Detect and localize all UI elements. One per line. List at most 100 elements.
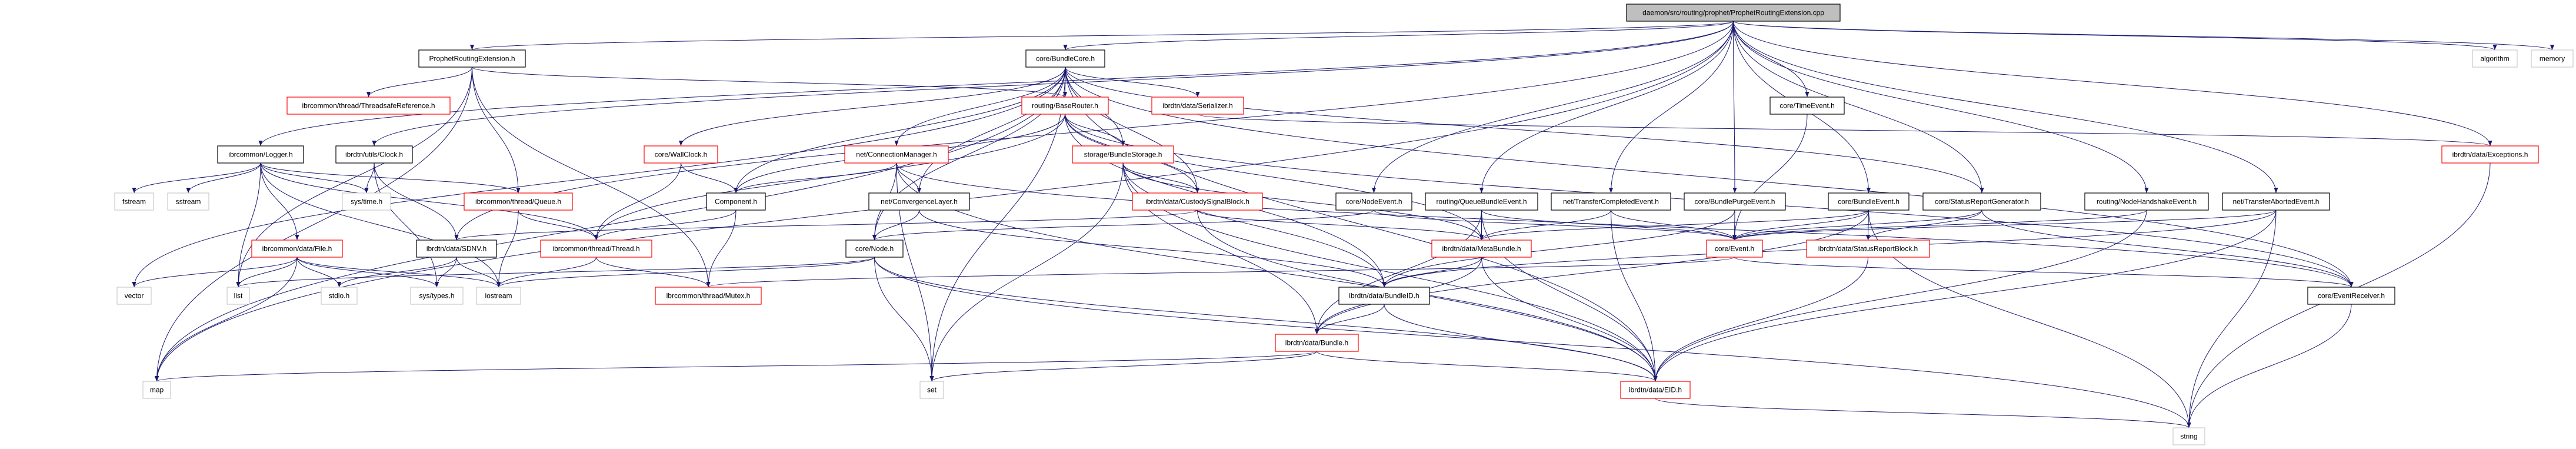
node-map: map <box>142 381 171 399</box>
node-exc[interactable]: ibrdtn/data/Exceptions.h <box>2441 145 2539 164</box>
node-ser[interactable]: ibrdtn/data/Serializer.h <box>1151 97 1244 115</box>
node-box <box>1021 97 1109 115</box>
edge-qbe-to-ev <box>1481 209 1737 241</box>
node-csb[interactable]: ibrdtn/data/CustodySignalBlock.h <box>1132 192 1263 211</box>
node-box <box>706 192 766 211</box>
edge-core-to-srg <box>1065 66 1984 194</box>
node-box <box>844 145 949 164</box>
node-ev[interactable]: core/Event.h <box>1706 240 1763 258</box>
node-label: ibrdtn/data/StatusReportBlock.h <box>1818 245 1918 253</box>
node-label: stdio.h <box>329 292 349 300</box>
node-cm[interactable]: net/ConnectionManager.h <box>844 145 949 164</box>
node-box <box>1425 192 1538 211</box>
edge-ne-to-node <box>872 209 1374 241</box>
node-tae[interactable]: net/TransferAbortedEvent.h <box>2222 192 2330 211</box>
node-box <box>868 192 970 211</box>
node-er[interactable]: core/EventReceiver.h <box>2307 287 2395 305</box>
edge-tce-to-mb <box>1479 209 1611 241</box>
node-label: memory <box>2540 55 2565 63</box>
edge-q-to-thr <box>518 209 599 241</box>
node-label: core/BundleEvent.h <box>1838 198 1899 206</box>
node-root[interactable]: daemon/src/routing/prophet/ProphetRoutin… <box>1626 4 1841 22</box>
edge-srg-to-er <box>1981 209 2354 288</box>
node-pre[interactable]: ProphetRoutingExtension.h <box>418 49 526 68</box>
edge-ne-to-ev <box>1374 209 1737 241</box>
node-label: net/ConvergenceLayer.h <box>881 198 958 206</box>
edge-file-to-list <box>236 257 298 288</box>
node-te[interactable]: core/TimeEvent.h <box>1769 97 1845 115</box>
node-bs[interactable]: storage/BundleStorage.h <box>1072 145 1174 164</box>
edge-node-to-set <box>874 257 934 382</box>
edge-core-to-csb <box>1065 66 1200 194</box>
node-sst: sstream <box>167 192 209 211</box>
node-srb[interactable]: ibrdtn/data/StatusReportBlock.h <box>1806 240 1930 258</box>
node-vec: vector <box>116 287 152 305</box>
node-label: net/ConnectionManager.h <box>856 151 937 159</box>
node-box <box>2084 192 2209 211</box>
node-tce[interactable]: net/TransferCompletedEvent.h <box>1551 192 1671 211</box>
node-cl[interactable]: net/ConvergenceLayer.h <box>868 192 970 211</box>
node-set: set <box>919 381 944 399</box>
node-label: iostream <box>485 292 512 300</box>
node-box <box>1275 334 1359 352</box>
node-file[interactable]: ibrcommon/data/File.h <box>251 240 343 258</box>
node-bun[interactable]: ibrdtn/data/Bundle.h <box>1275 334 1359 352</box>
node-label: ProphetRoutingExtension.h <box>429 55 515 63</box>
node-ne[interactable]: core/NodeEvent.h <box>1335 192 1412 211</box>
edge-root-to-tae <box>1733 21 2278 194</box>
node-core[interactable]: core/BundleCore.h <box>1025 49 1105 68</box>
node-box <box>1922 192 2041 211</box>
edge-tae-to-eid <box>1653 209 2277 382</box>
node-box <box>2222 192 2330 211</box>
edge-mb-to-eid <box>1481 257 1658 382</box>
node-tsr[interactable]: ibrcommon/thread/ThreadsafeReference.h <box>286 97 451 115</box>
node-box <box>1338 287 1430 305</box>
edge-srg-to-ev <box>1732 209 1982 241</box>
edge-core-to-wc <box>678 66 1066 147</box>
node-eid[interactable]: ibrdtn/data/EID.h <box>1620 381 1691 399</box>
node-label: ibrdtn/data/Exceptions.h <box>2452 151 2528 159</box>
edge-core-to-eid <box>1065 66 1658 382</box>
edge-srg-to-srb <box>1865 209 1982 241</box>
edge-core-to-vec <box>132 66 1066 288</box>
edge-clk-to-sdnv <box>374 162 459 241</box>
node-label: core/Node.h <box>855 245 894 253</box>
node-label: list <box>234 292 243 300</box>
edge-core-to-ser <box>1065 66 1200 98</box>
node-wc[interactable]: core/WallClock.h <box>644 145 718 164</box>
node-log[interactable]: ibrcommon/Logger.h <box>217 145 304 164</box>
edge-core-to-cl <box>917 66 1066 194</box>
edge-be-to-bun <box>1314 209 1869 335</box>
node-box <box>464 192 573 211</box>
node-mb[interactable]: ibrdtn/data/MetaBundle.h <box>1431 240 1532 258</box>
node-box <box>1151 97 1244 115</box>
node-stime: sys/time.h <box>342 192 391 211</box>
node-label: algorithm <box>2480 55 2509 63</box>
node-q[interactable]: ibrcommon/thread/Queue.h <box>464 192 573 211</box>
node-mem: memory <box>2531 49 2574 68</box>
edge-wc-to-thr <box>594 162 681 241</box>
node-be[interactable]: core/BundleEvent.h <box>1828 192 1909 211</box>
node-nhe[interactable]: routing/NodeHandshakeEvent.h <box>2084 192 2209 211</box>
node-label: ibrdtn/data/Bundle.h <box>1285 339 1348 347</box>
node-node[interactable]: core/Node.h <box>845 240 904 258</box>
node-comp[interactable]: Component.h <box>706 192 766 211</box>
node-qbe[interactable]: routing/QueueBundleEvent.h <box>1425 192 1538 211</box>
edge-bun-to-set <box>929 351 1317 382</box>
node-box <box>251 240 343 258</box>
node-br[interactable]: routing/BaseRouter.h <box>1021 97 1109 115</box>
node-bpe[interactable]: core/BundlePurgeEvent.h <box>1684 192 1786 211</box>
edge-ser-to-exc <box>1197 114 2492 147</box>
node-mtx[interactable]: ibrcommon/thread/Mutex.h <box>655 287 762 305</box>
node-thr[interactable]: ibrcommon/thread/Thread.h <box>540 240 652 258</box>
node-srg[interactable]: core/StatusReportGenerator.h <box>1922 192 2041 211</box>
edge-log-to-thr <box>260 162 599 241</box>
node-box <box>2441 145 2539 164</box>
edge-bs-to-bid <box>1122 162 1387 288</box>
node-sdnv[interactable]: ibrdtn/data/SDNV.h <box>416 240 497 258</box>
edge-root-to-mem <box>1733 21 2554 51</box>
node-box <box>1431 240 1532 258</box>
node-bid[interactable]: ibrdtn/data/BundleID.h <box>1338 287 1430 305</box>
edge-srb-to-eid <box>1653 257 1868 382</box>
node-clk[interactable]: ibrdtn/utils/Clock.h <box>335 145 413 164</box>
